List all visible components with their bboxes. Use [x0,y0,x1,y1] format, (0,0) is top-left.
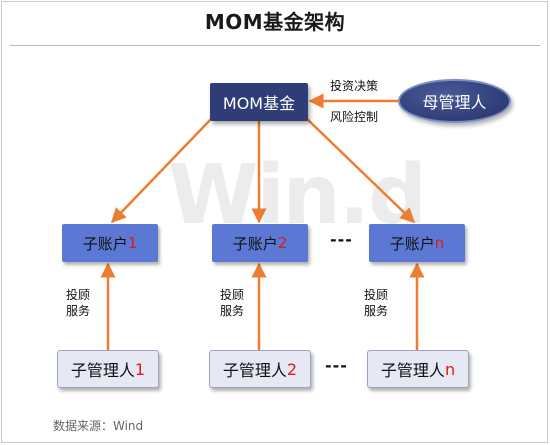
label-advisory-n: 投顾 服务 [364,288,389,318]
parent-manager-node: 母管理人 [398,79,511,123]
label-risk-control: 风险控制 [330,110,379,124]
sub-account-label: 子账户 [82,234,128,253]
arrow-mom-to-account-n [305,117,416,224]
sub-account-index: n [434,234,445,252]
sub-manager-label: 子管理人 [70,361,135,380]
manager-ellipsis: --- [325,356,348,375]
mom-fund-box: MOM基金 [210,83,308,121]
label-advisory-2: 投顾 服务 [220,288,245,318]
sub-manager-label: 子管理人 [380,361,445,380]
account-ellipsis: --- [330,230,353,249]
sub-manager-label: 子管理人 [222,361,287,380]
sub-manager-index: 1 [134,359,146,379]
sub-account-label: 子账户 [389,234,435,253]
sub-account-index: 1 [127,234,138,252]
sub-account-label: 子账户 [232,234,278,253]
sub-manager-index: n [444,359,456,379]
label-advisory-1: 投顾 服务 [66,288,91,318]
sub-account-index: 2 [277,234,288,252]
diagram-title: MOM基金架构 [204,10,346,34]
data-source-note: 数据来源：Wind [53,419,144,433]
sub-manager-index: 2 [286,359,298,379]
label-investment-decision: 投资决策 [330,79,379,93]
title-divider [10,45,540,46]
arrow-mom-to-account-1 [110,117,213,224]
